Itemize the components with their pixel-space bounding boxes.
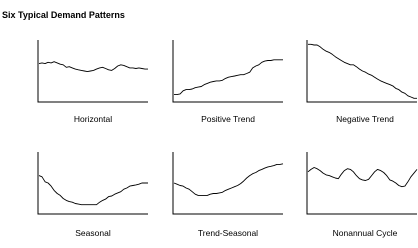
series-line bbox=[174, 59, 283, 96]
series-line bbox=[38, 175, 148, 206]
panel-1: Horizontal bbox=[37, 40, 148, 124]
panel-label: Horizontal bbox=[74, 114, 112, 124]
axis-frame bbox=[306, 40, 417, 103]
axis-frame bbox=[37, 152, 148, 215]
series-line bbox=[307, 167, 418, 188]
panel-2: Positive Trend bbox=[172, 40, 283, 124]
panel-label: Positive Trend bbox=[201, 114, 255, 124]
series-line bbox=[173, 163, 284, 196]
panel-label: Nonannual Cycle bbox=[333, 228, 398, 238]
panel-label: Negative Trend bbox=[336, 114, 394, 124]
axis-frame bbox=[37, 40, 148, 103]
axis-frame bbox=[306, 152, 417, 215]
axis-frame bbox=[172, 40, 283, 103]
panel-4: Seasonal bbox=[37, 152, 148, 238]
panel-label: Seasonal bbox=[75, 228, 111, 238]
series-line bbox=[38, 61, 148, 73]
panel-label: Trend-Seasonal bbox=[198, 228, 258, 238]
series-line bbox=[308, 43, 417, 99]
panel-3: Negative Trend bbox=[306, 40, 417, 124]
chart-title: Six Typical Demand Patterns bbox=[2, 10, 125, 20]
axis-frame bbox=[172, 152, 283, 215]
panel-6: Nonannual Cycle bbox=[306, 152, 418, 238]
panel-5: Trend-Seasonal bbox=[172, 152, 284, 238]
